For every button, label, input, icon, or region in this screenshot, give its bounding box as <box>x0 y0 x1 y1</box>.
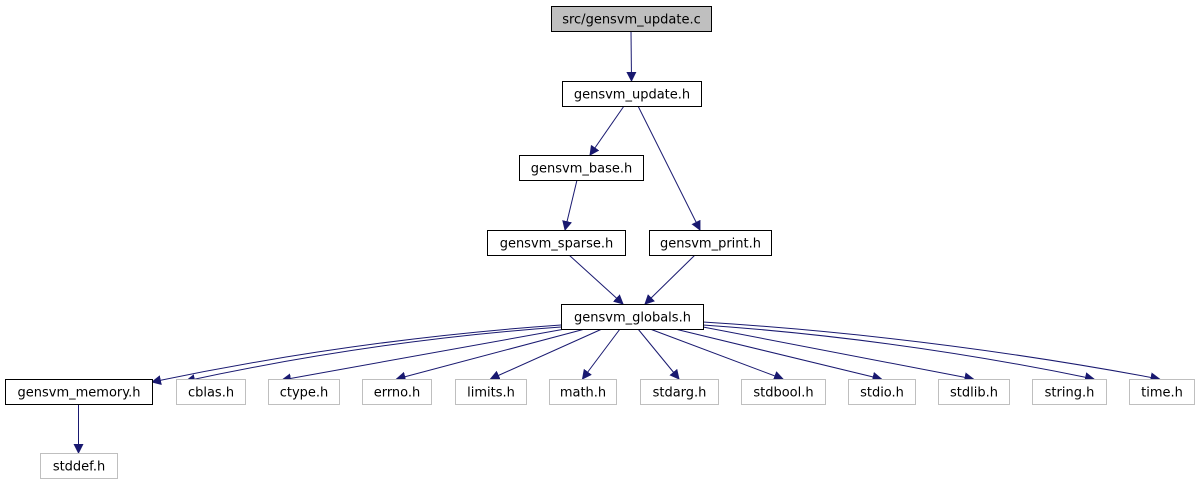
edge-n5-n10 <box>489 328 603 380</box>
node-limits-h[interactable]: limits.h <box>455 379 527 405</box>
node-label: gensvm_memory.h <box>18 386 141 401</box>
node-label: src/gensvm_update.c <box>562 13 701 28</box>
node-box <box>1129 379 1195 405</box>
edge-n5-n6 <box>151 324 562 386</box>
node-label: stddef.h <box>53 460 105 475</box>
node-gensvm-sparse-h[interactable]: gensvm_sparse.h <box>487 230 626 256</box>
edge-n0-n1 <box>626 30 637 82</box>
node-label: ctype.h <box>280 386 329 401</box>
node-label: string.h <box>1045 386 1095 401</box>
node-src-gensvm-update-c: src/gensvm_update.c <box>551 6 712 32</box>
node-box <box>561 304 704 330</box>
node-label: gensvm_sparse.h <box>500 237 614 252</box>
node-stdlib-h[interactable]: stdlib.h <box>938 379 1010 405</box>
node-box <box>176 379 246 405</box>
edge-n5-n16 <box>702 324 1095 383</box>
edge-n5-n8 <box>281 328 566 384</box>
node-stdarg-h[interactable]: stdarg.h <box>640 379 719 405</box>
node-label: limits.h <box>467 386 515 401</box>
node-box <box>40 453 118 479</box>
node-box <box>562 81 702 107</box>
edges-layer <box>73 30 1161 454</box>
node-box <box>362 379 432 405</box>
edge-n1-n2 <box>589 105 625 156</box>
node-gensvm-memory-h[interactable]: gensvm_memory.h <box>5 379 153 405</box>
node-gensvm-globals-h[interactable]: gensvm_globals.h <box>561 304 704 330</box>
node-label: gensvm_globals.h <box>574 311 691 326</box>
node-box <box>549 379 617 405</box>
node-label: stdbool.h <box>753 386 813 401</box>
node-box <box>487 230 626 256</box>
node-label: cblas.h <box>188 386 234 401</box>
node-errno-h[interactable]: errno.h <box>362 379 432 405</box>
node-box <box>455 379 527 405</box>
node-box <box>649 230 772 256</box>
node-cblas-h[interactable]: cblas.h <box>176 379 246 405</box>
node-gensvm-update-h[interactable]: gensvm_update.h <box>562 81 702 107</box>
node-box <box>551 6 712 32</box>
node-box <box>5 379 153 405</box>
nodes-layer: src/gensvm_update.c gensvm_update.hgensvm… <box>5 6 1195 479</box>
node-box <box>268 379 340 405</box>
node-box <box>1032 379 1107 405</box>
node-gensvm-base-h[interactable]: gensvm_base.h <box>519 155 644 181</box>
node-label: errno.h <box>374 386 421 401</box>
node-stdio-h[interactable]: stdio.h <box>848 379 916 405</box>
edge-n5-n17 <box>702 321 1161 383</box>
node-label: gensvm_print.h <box>660 237 761 252</box>
edge-n2-n3 <box>562 179 578 231</box>
node-ctype-h[interactable]: ctype.h <box>268 379 340 405</box>
node-box <box>519 155 644 181</box>
edge-n5-n12 <box>637 328 680 380</box>
node-math-h[interactable]: math.h <box>549 379 617 405</box>
node-box <box>640 379 719 405</box>
node-label: gensvm_update.h <box>574 88 690 103</box>
edge-n5-n11 <box>581 328 621 380</box>
edge-n1-n4 <box>637 105 701 231</box>
edge-n5-n15 <box>702 326 975 383</box>
node-label: stdlib.h <box>950 386 998 401</box>
node-box <box>741 379 826 405</box>
node-label: gensvm_base.h <box>531 162 632 177</box>
node-string-h[interactable]: string.h <box>1032 379 1107 405</box>
node-gensvm-print-h[interactable]: gensvm_print.h <box>649 230 772 256</box>
node-time-h[interactable]: time.h <box>1129 379 1195 405</box>
node-label: stdarg.h <box>653 386 707 401</box>
node-box <box>938 379 1010 405</box>
node-label: stdio.h <box>860 386 904 401</box>
node-stdbool-h[interactable]: stdbool.h <box>741 379 826 405</box>
node-box <box>848 379 916 405</box>
edge-n5-n14 <box>674 328 883 382</box>
edge-n4-n5 <box>644 254 696 305</box>
edge-n5-n13 <box>649 328 784 381</box>
node-label: time.h <box>1141 386 1183 401</box>
edge-n3-n5 <box>568 254 624 305</box>
node-stddef-h[interactable]: stddef.h <box>40 453 118 479</box>
node-label: math.h <box>560 386 606 401</box>
edge-n5-n7 <box>185 326 562 384</box>
edge-n5-n9 <box>395 328 586 382</box>
